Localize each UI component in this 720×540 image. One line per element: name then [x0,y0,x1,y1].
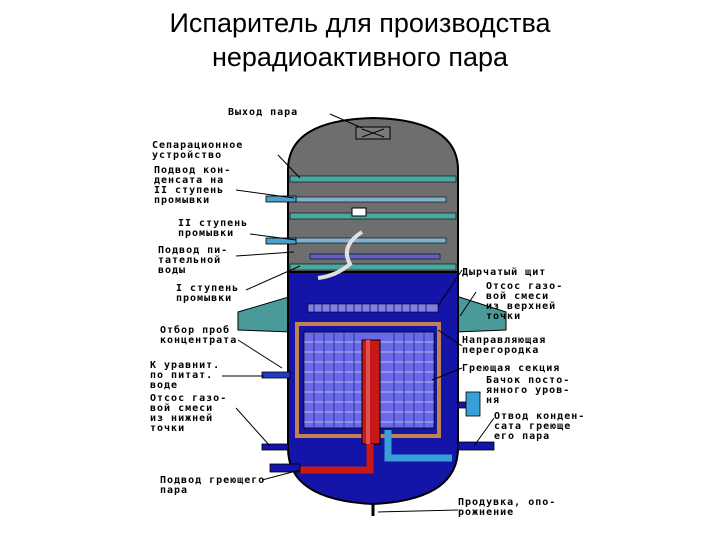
support-ring [237,295,293,333]
label-feed-water: Подвод пи- тательной воды [158,245,229,276]
label-blowdown: Продувка, опо- рожнение [458,497,557,518]
right-nozzles [457,391,495,451]
condensate-drain-pipe [384,430,452,462]
vessel-steam-space [287,116,459,273]
perforated-shield [307,303,439,313]
label-perforated-shield: Дырчатый щит [462,267,547,278]
label-guide-baffle: Направляющая перегородка [462,335,547,356]
label-gas-top: Отсос газо- вой смеси из верхней точки [486,281,564,322]
label-level-tank: Бачок посто- янного уров- ня [486,375,571,406]
left-nozzles [261,195,301,473]
label-sampling: Отбор проб концентрата [160,325,238,346]
label-separator: Сепарационное устройство [152,140,244,161]
label-gas-bottom: Отсос газо- вой смеси из нижней точки [150,393,228,434]
label-condensate-feed: Подвод кон- денсата на II ступень промыв… [154,165,232,206]
central-heating-pipe [361,339,381,445]
label-heating-steam: Подвод греющего пара [160,475,266,496]
label-steam-outlet: Выход пара [228,107,299,118]
level-tank [465,391,481,417]
label-heating-section: Греющая секция [462,363,561,374]
label-level-gauge: К уравнит. по питат. воде [150,360,221,391]
slide-title: Испаритель для производства нерадиоактив… [169,8,551,72]
label-condensate-drain: Отвод конден- сата греюще его пара [494,411,586,442]
label-wash-stage-2: II ступень промывки [178,218,249,239]
label-wash-stage-1: I ступень промывки [176,283,240,304]
leader-lines [222,113,495,513]
internal-feed-pipe [317,230,364,280]
